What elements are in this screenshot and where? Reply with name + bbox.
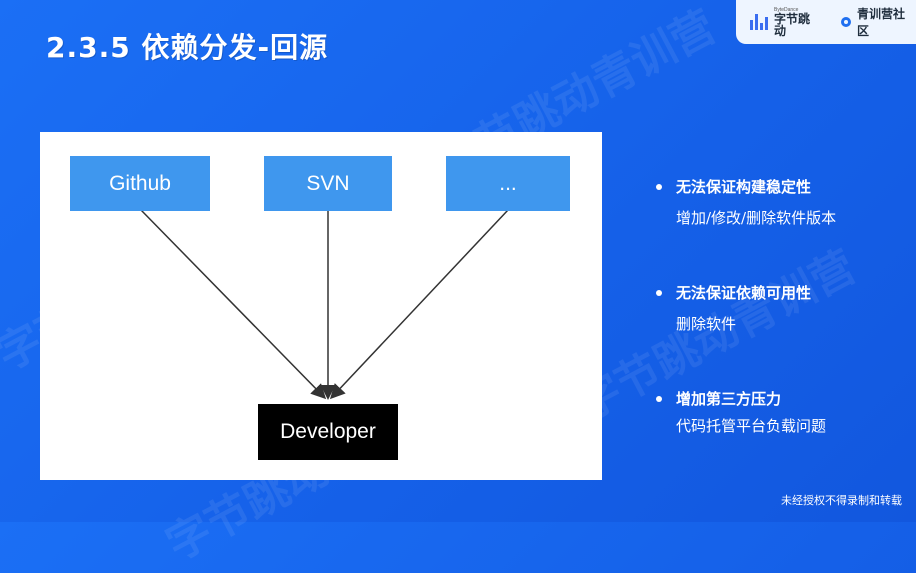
- bullet-dot-icon: [656, 289, 662, 296]
- logo-community-text: 青训营社区: [857, 7, 906, 38]
- bullet-title: 无法保证构建稳定性: [676, 178, 812, 196]
- slide-title: 2.3.5 依赖分发-回源: [46, 31, 329, 64]
- bullet-title: 无法保证依赖可用性: [676, 284, 812, 302]
- bullet-dot-icon: [656, 183, 662, 190]
- dependency-diagram: Github SVN ... Developer: [40, 132, 602, 480]
- source-node-more: ...: [446, 156, 570, 211]
- bytedance-logo-icon: [750, 14, 768, 30]
- community-logo-icon: [841, 17, 851, 27]
- arrow-more-developer: [329, 209, 509, 400]
- bullet-desc: 代码托管平台负载问题: [676, 417, 827, 435]
- bullet-item: 增加第三方压力 代码托管平台负载问题: [656, 388, 826, 436]
- brand-logo-bar: ByteDance 字节跳动 青训营社区: [736, 0, 916, 44]
- diagram-arrows: [140, 209, 509, 400]
- arrow-github-developer: [140, 209, 327, 400]
- bytedance-wordmark: ByteDance 字节跳动: [774, 6, 821, 38]
- source-node-svn: SVN: [264, 156, 392, 211]
- bullet-item: 无法保证构建稳定性 增加/修改/删除软件版本: [656, 176, 836, 228]
- bullet-title: 增加第三方压力: [676, 390, 782, 408]
- logo-small-text: ByteDance: [774, 6, 799, 13]
- developer-node: Developer: [258, 404, 398, 460]
- bullet-desc: 删除软件: [676, 315, 737, 333]
- bullet-item: 无法保证依赖可用性 删除软件: [656, 282, 811, 334]
- source-node-github: Github: [70, 156, 210, 211]
- bullet-desc: 增加/修改/删除软件版本: [676, 209, 837, 227]
- bullet-dot-icon: [656, 395, 662, 402]
- copyright-notice: 未经授权不得录制和转载: [781, 494, 902, 507]
- logo-brand-text: 字节跳动: [774, 11, 811, 38]
